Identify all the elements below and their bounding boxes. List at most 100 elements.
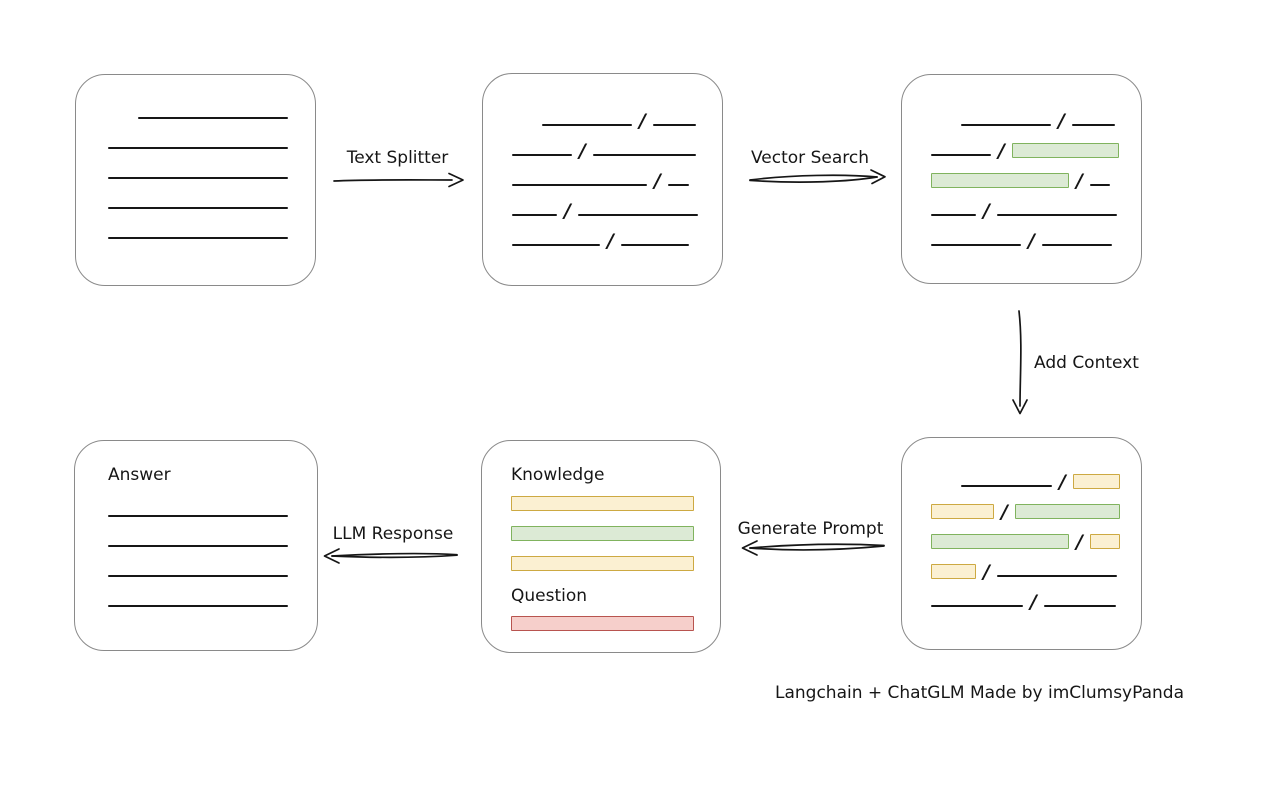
add-context-label: Add Context: [1034, 353, 1139, 373]
generate-prompt-arrow: [741, 540, 885, 556]
text-line-segment: [620, 244, 689, 246]
highlight-green: [1011, 143, 1119, 158]
vector-search-label: Vector Search: [751, 148, 869, 168]
vector-search-results-node: / / / / /: [901, 74, 1142, 284]
box-row: /: [931, 138, 1141, 162]
highlight-yellow: [1072, 474, 1120, 489]
box-row: /: [512, 138, 722, 162]
box-row: Knowledge: [511, 465, 720, 485]
slash-separator: /: [1058, 110, 1065, 132]
slash-separator: /: [1059, 471, 1066, 493]
box-row: [511, 496, 720, 511]
box-row: [511, 616, 720, 631]
box-row: /: [512, 198, 722, 221]
text-line-segment: [996, 214, 1117, 216]
box-row: /: [931, 559, 1141, 583]
highlight-yellow: [1089, 534, 1120, 549]
slash-separator: /: [1076, 170, 1083, 192]
box-row: [108, 529, 317, 549]
box-row: /: [512, 168, 722, 192]
slash-separator: /: [607, 230, 614, 252]
text-line-segment: [108, 147, 288, 149]
highlight-green: [1014, 504, 1120, 519]
box-row: /: [931, 589, 1141, 613]
slash-separator: /: [639, 110, 646, 132]
slash-separator: /: [983, 200, 990, 222]
text-line-segment: [512, 244, 600, 246]
text-line-segment: [592, 154, 696, 156]
llm-response-label: LLM Response: [332, 524, 454, 544]
box-label: Question: [511, 586, 588, 606]
text-line-segment: [512, 214, 557, 216]
text-line-segment: [108, 605, 288, 607]
add-context-arrow: [1012, 310, 1028, 415]
text-line-segment: [108, 177, 288, 179]
box-row: /: [931, 228, 1141, 252]
context-chunks-node: / / / / /: [901, 437, 1142, 650]
box-row: Answer: [108, 465, 317, 485]
text-line-segment: [931, 605, 1023, 607]
text-line-segment: [108, 237, 288, 239]
text-line-segment: [108, 575, 288, 577]
text-line-segment: [108, 515, 288, 517]
highlight-green: [931, 173, 1069, 188]
generate-prompt-label: Generate Prompt: [737, 519, 884, 539]
text-line-segment: [1071, 124, 1115, 126]
text-line-segment: [961, 485, 1052, 487]
text-line-segment: [512, 184, 647, 186]
text-line-segment: [931, 154, 991, 156]
highlight-yellow: [931, 504, 994, 519]
text-splitter-label: Text Splitter: [346, 148, 449, 168]
text-line-segment: [1089, 184, 1110, 186]
box-row: /: [931, 198, 1141, 222]
llm-response-arrow: [323, 548, 458, 564]
box-row: [108, 559, 317, 579]
box-row: /: [931, 499, 1141, 523]
text-line-segment: [138, 117, 288, 119]
box-row: /: [931, 168, 1141, 192]
box-row: [108, 499, 317, 519]
highlight-red: [511, 616, 694, 631]
text-chunks-node: / / / / /: [482, 73, 723, 286]
box-row: [108, 131, 315, 151]
text-line-segment: [667, 184, 689, 186]
text-line-segment: [577, 214, 698, 216]
text-line-segment: [931, 244, 1021, 246]
text-line-segment: [512, 154, 572, 156]
text-line-segment: [961, 124, 1051, 126]
highlight-green: [931, 534, 1069, 549]
text-line-segment: [1041, 244, 1112, 246]
slash-separator: /: [998, 140, 1005, 162]
highlight-green: [511, 526, 694, 541]
text-line-segment: [652, 124, 696, 126]
vector-search-arrow: [749, 169, 886, 185]
box-row: [511, 526, 720, 541]
answer-node: Answer: [74, 440, 318, 651]
slash-separator: /: [1076, 531, 1083, 553]
box-row: [108, 221, 315, 241]
box-label: Answer: [108, 465, 171, 485]
box-row: [108, 191, 315, 211]
slash-separator: /: [983, 561, 990, 583]
slash-separator: /: [1001, 501, 1008, 523]
diagram-caption: Langchain + ChatGLM Made by imClumsyPand…: [775, 683, 1184, 703]
text-line-segment: [108, 207, 288, 209]
text-line-segment: [542, 124, 632, 126]
box-row: [108, 101, 315, 121]
box-row: Question: [511, 586, 720, 606]
text-line-segment: [108, 545, 288, 547]
text-splitter-arrow: [333, 172, 464, 188]
slash-separator: /: [579, 140, 586, 162]
slash-separator: /: [1028, 230, 1035, 252]
box-row: /: [512, 228, 722, 252]
box-row: [108, 589, 317, 609]
slash-separator: /: [654, 170, 661, 192]
source-document-node: [75, 74, 316, 286]
highlight-yellow: [931, 564, 976, 579]
slash-separator: /: [1030, 591, 1037, 613]
box-row: [511, 556, 720, 571]
highlight-yellow: [511, 556, 694, 571]
box-label: Knowledge: [511, 465, 605, 485]
